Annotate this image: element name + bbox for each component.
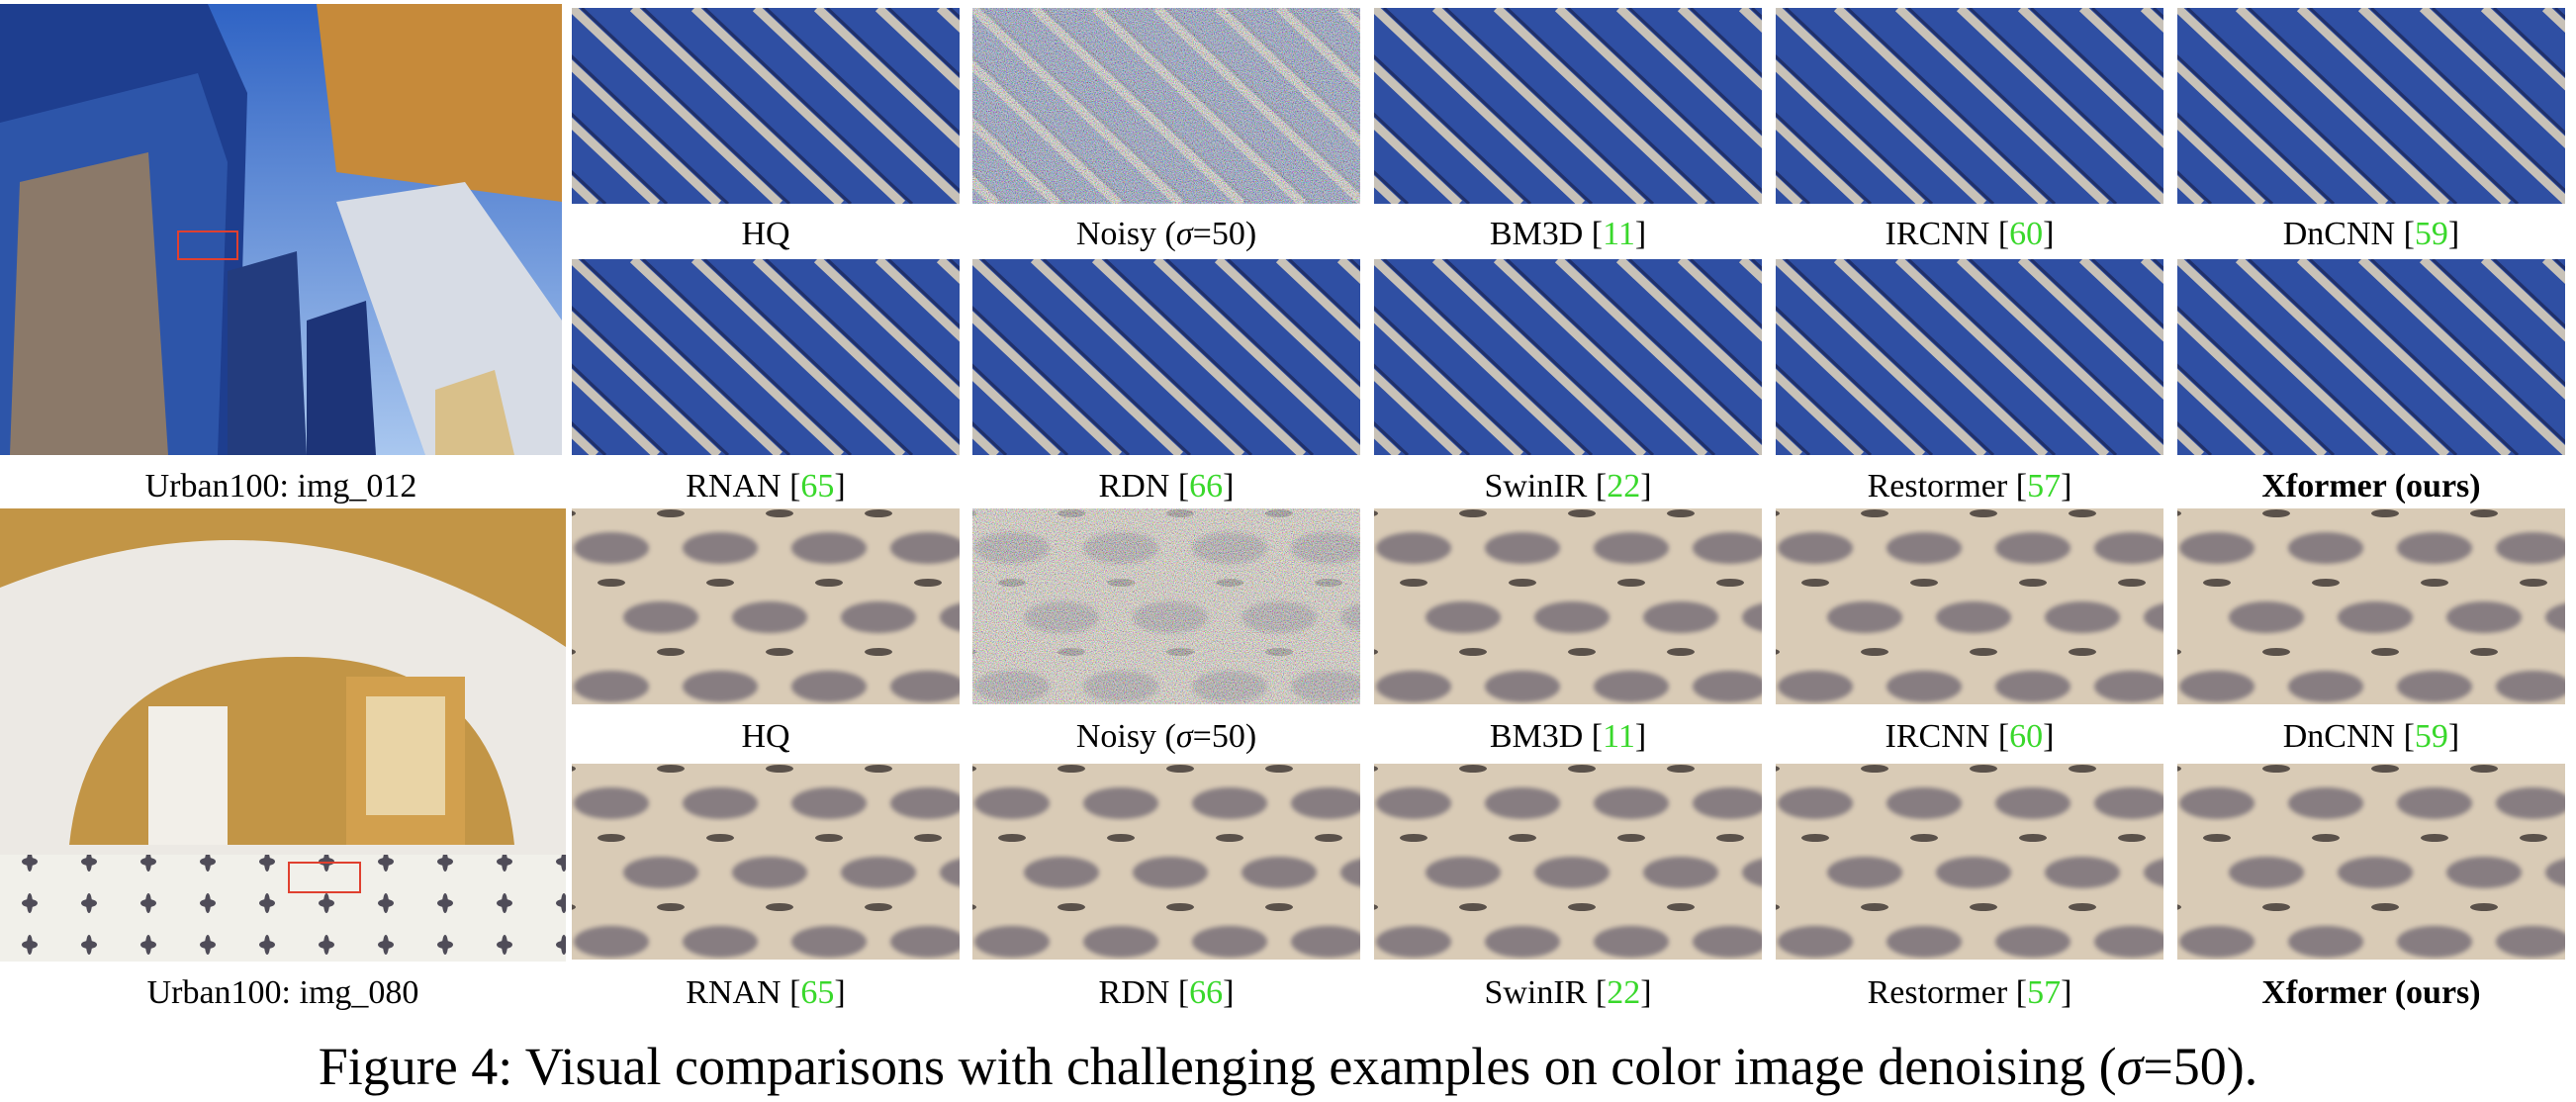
patch-caption: SwinIR [22] <box>1484 468 1652 505</box>
method-name: BM3D <box>1489 216 1584 252</box>
patch-1-row1-3 <box>1374 8 1762 204</box>
method-name: RDN <box>1098 974 1170 1011</box>
patch-1-row1-5 <box>2177 8 2565 204</box>
method-name: RNAN <box>686 468 782 505</box>
caption-pre: Figure 4: Visual comparisons with challe… <box>318 1037 2117 1096</box>
patch-1-row2-2 <box>972 259 1360 455</box>
patch-caption: Restormer [57] <box>1867 974 2072 1011</box>
sigma-value: =50) <box>1192 718 1257 755</box>
patch-caption: Noisy (σ=50) <box>972 717 1360 757</box>
method-name: IRCNN <box>1885 718 1990 755</box>
patch-caption: DnCNN [59] <box>2282 718 2460 755</box>
method-name: Restormer <box>1867 468 2008 505</box>
patch-1-row2-3 <box>1374 259 1762 455</box>
patch-1-row1-4 <box>1776 8 2163 204</box>
patch-caption: DnCNN [59] <box>2282 216 2460 252</box>
patch-1-row2-5 <box>2177 259 2565 455</box>
method-name: IRCNN <box>1885 216 1990 252</box>
patch-caption: HQ <box>572 717 960 757</box>
patch-caption: Noisy (σ=50) <box>972 215 1360 254</box>
patch-2-row1-1 <box>572 508 960 704</box>
method-name: DnCNN <box>2282 216 2396 252</box>
method-name: SwinIR <box>1484 974 1588 1011</box>
citation-ref: 11 <box>1603 216 1635 252</box>
figure-caption: Figure 4: Visual comparisons with challe… <box>0 1035 2576 1098</box>
patch-caption: RDN [66] <box>1098 468 1235 505</box>
patch-caption: Xformer (ours) <box>2177 973 2565 1013</box>
caption-sigma: σ <box>2116 1037 2144 1096</box>
patch-1-row1-2 <box>972 8 1360 204</box>
patch-2-row1-4 <box>1776 508 2163 704</box>
caption-post: =50). <box>2143 1037 2258 1096</box>
patch-caption: IRCNN [60] <box>1885 718 2055 755</box>
method-name: Restormer <box>1867 974 2008 1011</box>
method-name: RNAN <box>686 974 782 1011</box>
citation-ref: 59 <box>2414 718 2448 755</box>
patch-caption: RDN [66] <box>1098 974 1235 1011</box>
patch-caption: RNAN [65] <box>686 974 846 1011</box>
citation-ref: 60 <box>2009 718 2044 755</box>
method-name: BM3D <box>1489 718 1584 755</box>
patch-1-row1-1 <box>572 8 960 204</box>
patch-2-row2-3 <box>1374 764 1762 960</box>
patch-2-row2-1 <box>572 764 960 960</box>
overview-image-urban100-012 <box>0 4 562 455</box>
patch-2-row1-3 <box>1374 508 1762 704</box>
patch-2-row1-5 <box>2177 508 2565 704</box>
patch-caption: BM3D [11] <box>1489 216 1647 252</box>
patch-2-row2-5 <box>2177 764 2565 960</box>
method-name: Noisy ( <box>1075 216 1176 252</box>
patch-caption: IRCNN [60] <box>1885 216 2055 252</box>
citation-ref: 22 <box>1607 974 1641 1011</box>
patch-1-row2-1 <box>572 259 960 455</box>
method-name: HQ <box>741 216 790 252</box>
patch-caption: Restormer [57] <box>1867 468 2072 505</box>
method-name: SwinIR <box>1484 468 1588 505</box>
method-name: DnCNN <box>2282 718 2396 755</box>
overview-image-urban100-080 <box>0 508 566 962</box>
method-name: Xformer (ours) <box>2261 974 2481 1011</box>
patch-caption: RNAN [65] <box>686 468 846 505</box>
citation-ref: 66 <box>1189 468 1224 505</box>
citation-ref: 57 <box>2027 974 2062 1011</box>
patch-2-row1-2 <box>972 508 1360 704</box>
citation-ref: 66 <box>1189 974 1224 1011</box>
method-name: Xformer (ours) <box>2261 468 2481 505</box>
overview-label-2: Urban100: img_080 <box>146 974 419 1011</box>
sigma-symbol: σ <box>1175 718 1193 755</box>
patch-caption: Xformer (ours) <box>2177 467 2565 506</box>
patch-caption: SwinIR [22] <box>1484 974 1652 1011</box>
citation-ref: 57 <box>2027 468 2062 505</box>
citation-ref: 11 <box>1603 718 1635 755</box>
citation-ref: 60 <box>2009 216 2044 252</box>
method-name: RDN <box>1098 468 1170 505</box>
method-name: Noisy ( <box>1075 718 1176 755</box>
method-name: HQ <box>741 718 790 755</box>
patch-1-row2-4 <box>1776 259 2163 455</box>
patch-2-row2-4 <box>1776 764 2163 960</box>
patch-caption: HQ <box>572 215 960 254</box>
sigma-value: =50) <box>1192 216 1257 252</box>
overview-label-1: Urban100: img_012 <box>144 468 417 505</box>
patch-caption: BM3D [11] <box>1489 718 1647 755</box>
citation-ref: 22 <box>1607 468 1641 505</box>
patch-2-row2-2 <box>972 764 1360 960</box>
citation-ref: 65 <box>800 974 835 1011</box>
citation-ref: 59 <box>2414 216 2448 252</box>
sigma-symbol: σ <box>1175 216 1193 252</box>
citation-ref: 65 <box>800 468 835 505</box>
